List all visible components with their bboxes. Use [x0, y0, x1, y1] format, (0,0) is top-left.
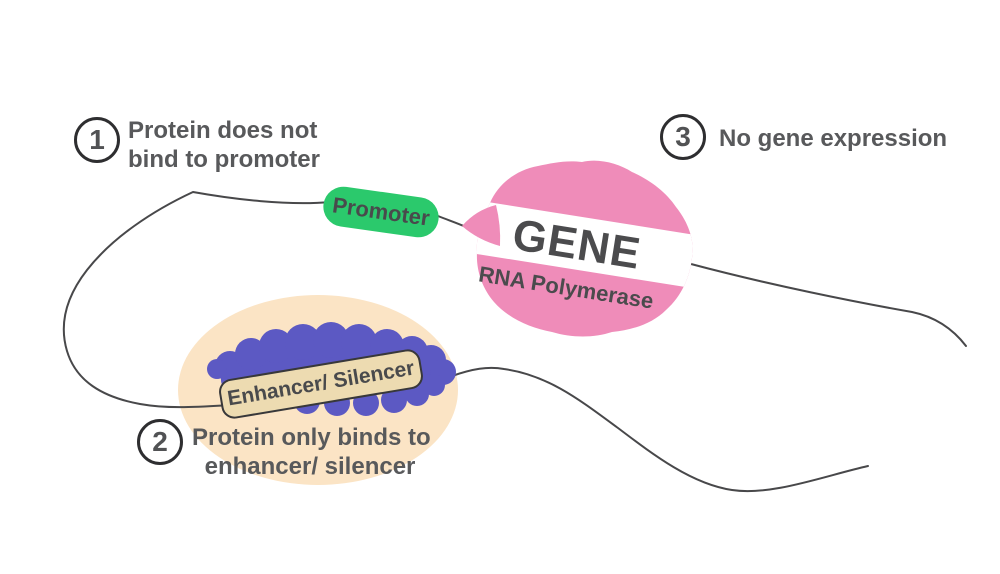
step-1-line-1: Protein does not — [128, 117, 318, 144]
step-1-number: 1 — [89, 124, 105, 155]
step-3-number: 3 — [675, 121, 691, 152]
dna-strand-promoter-gene-link — [437, 215, 467, 228]
step-2-text: Protein only binds to enhancer/ silencer — [192, 423, 431, 481]
step-3-badge: 3 — [660, 114, 706, 160]
gene-white-band — [476, 195, 693, 292]
gene-blob-beak — [462, 205, 501, 246]
dna-strand-right — [690, 263, 967, 347]
step-2-line-2: enhancer/ silencer — [204, 453, 416, 480]
step-3-line-1: No gene expression — [719, 125, 948, 152]
step-1-line-2: bind to promoter — [128, 146, 320, 173]
step-1-text: Protein does not bind to promoter — [128, 116, 320, 174]
step-2-number: 2 — [152, 426, 168, 457]
step-2-line-1: Protein only binds to — [192, 424, 431, 451]
step-2-badge: 2 — [137, 419, 183, 465]
dna-strand-loop-and-wave — [62, 190, 869, 492]
step-3-text: No gene expression — [719, 124, 947, 153]
promoter-label: Promoter — [330, 192, 432, 231]
gene-blob: GENE RNA Polymerase — [462, 160, 693, 337]
step-1-badge: 1 — [74, 117, 120, 163]
